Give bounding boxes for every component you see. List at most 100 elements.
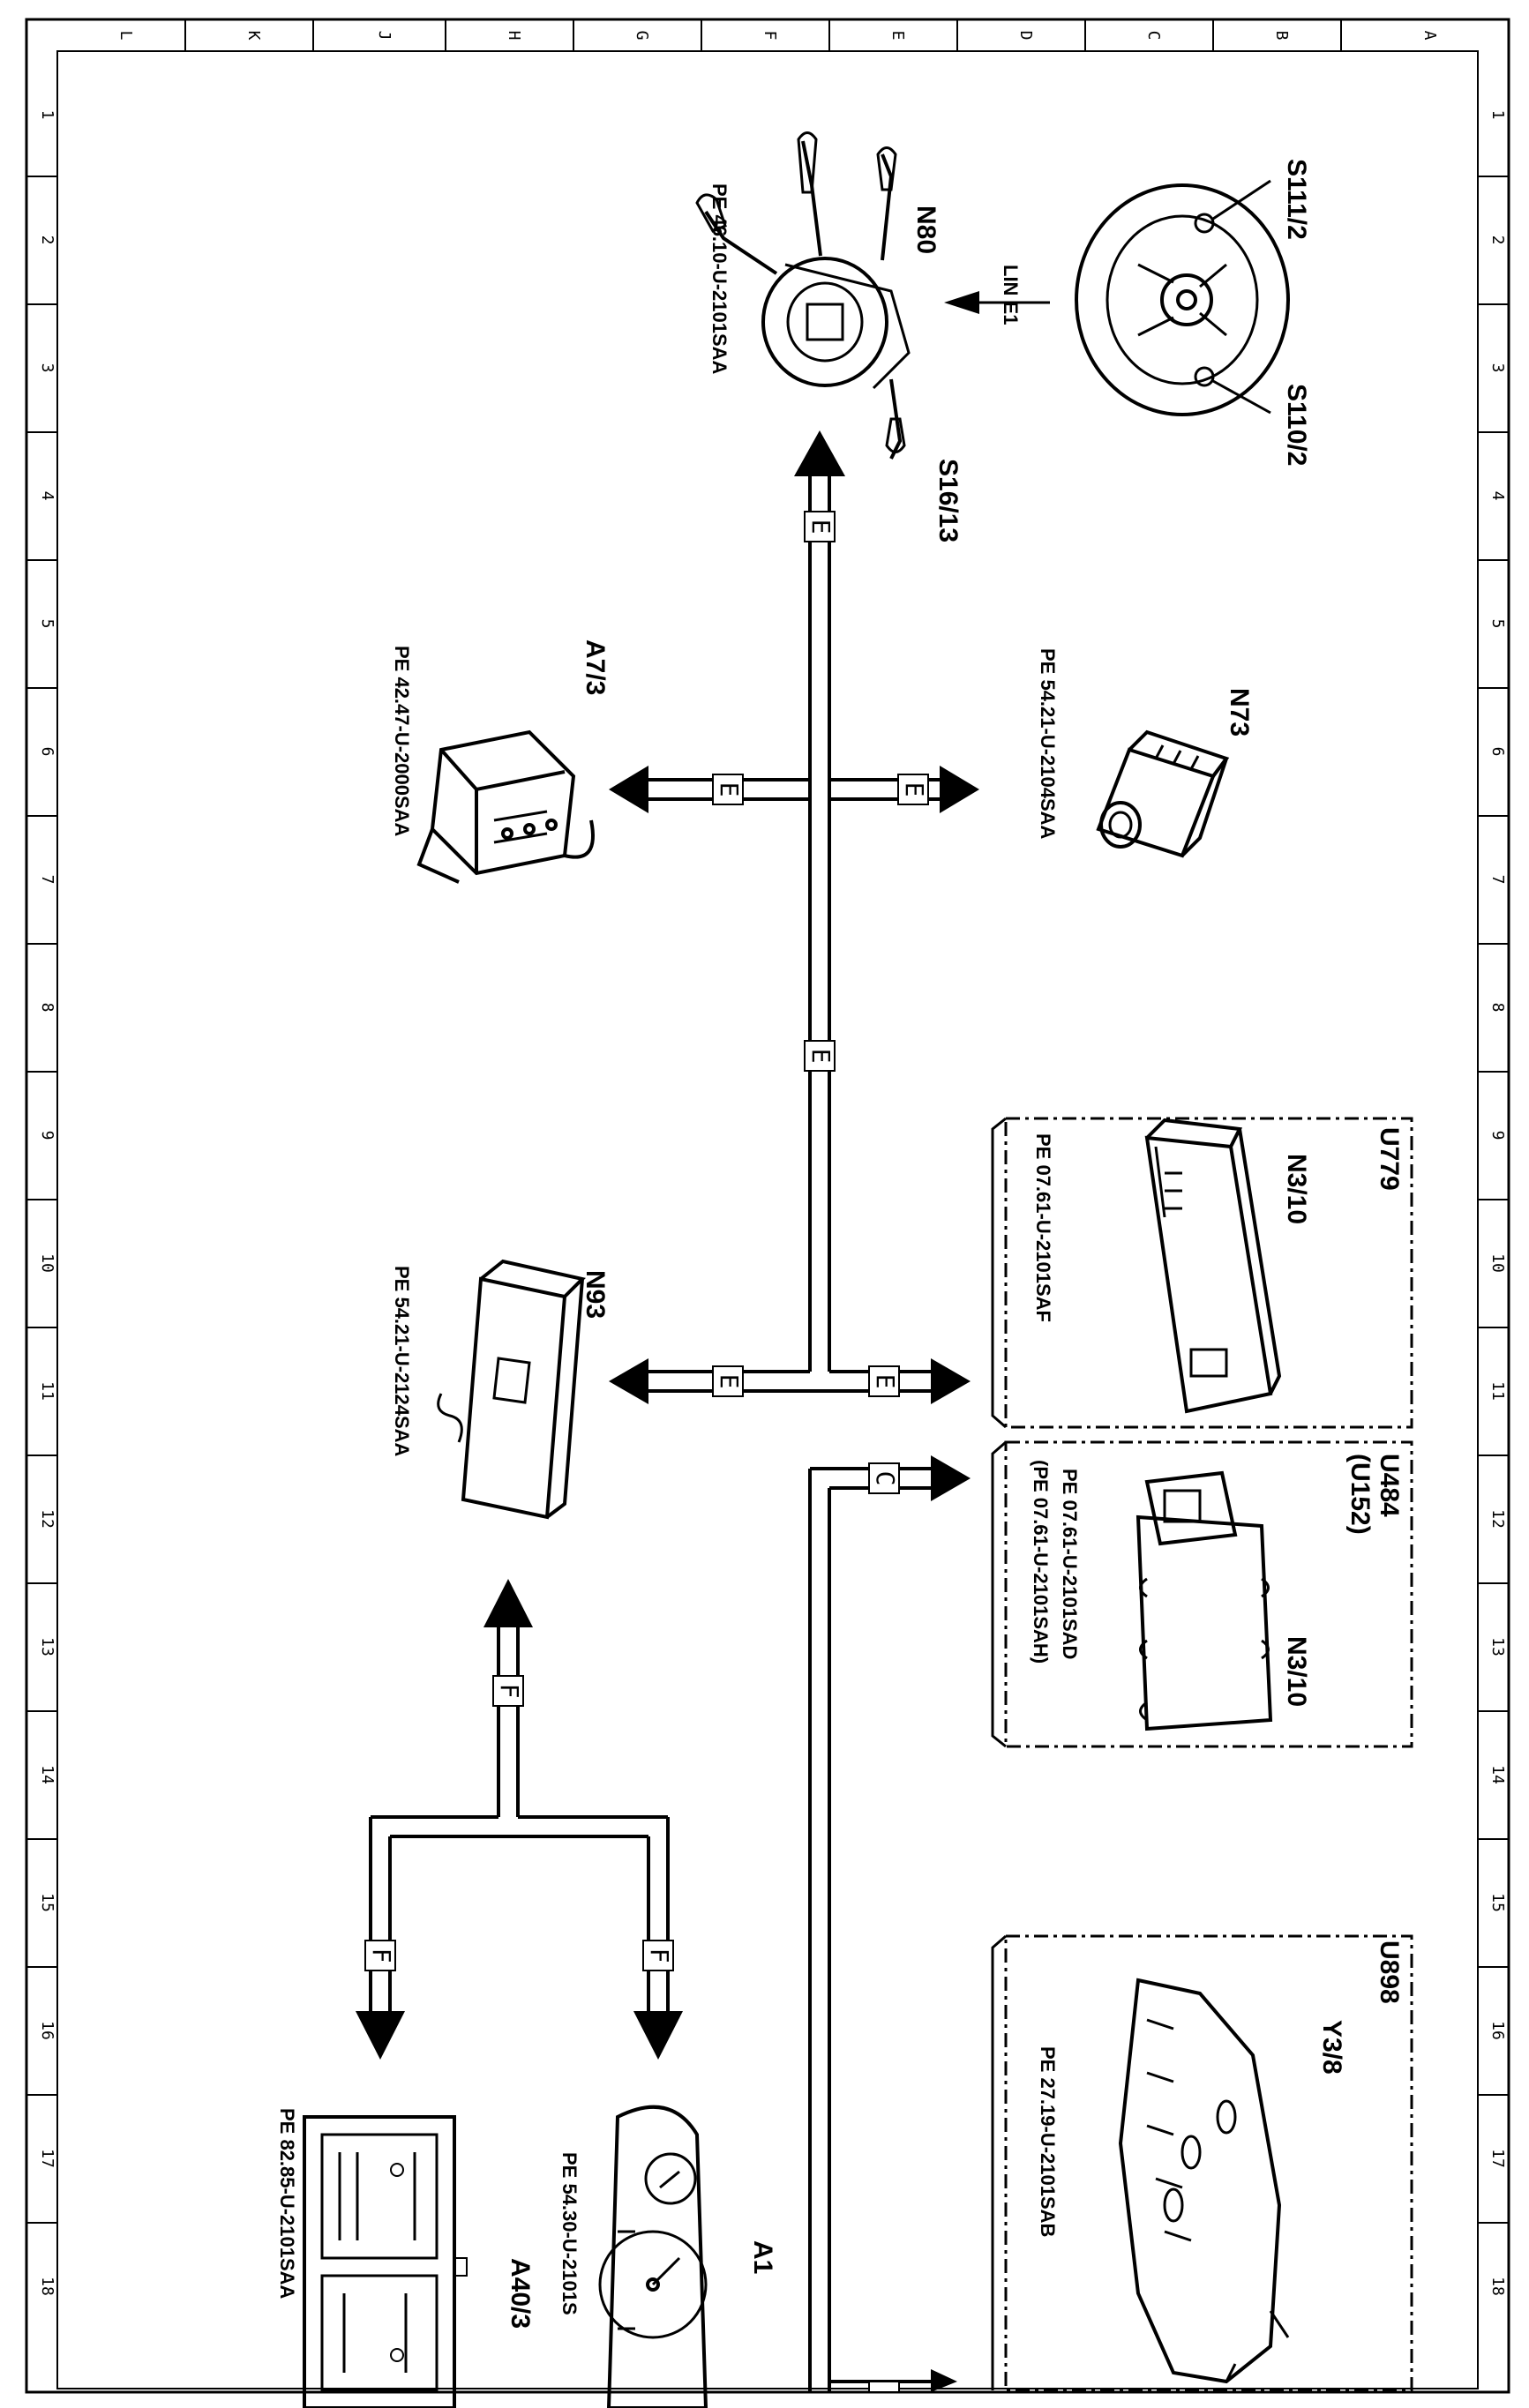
row-label-1: 1 (1488, 110, 1507, 120)
n73-label: N73 (1225, 688, 1254, 737)
bus-c (808, 1467, 935, 2392)
bus-tag-e: E (806, 520, 836, 535)
row-label-10: 10 (38, 1253, 56, 1273)
row-label-12: 12 (1488, 1509, 1507, 1529)
n80-label: N80 (911, 206, 941, 254)
col-label-a: A (1420, 31, 1439, 41)
row-label-2: 2 (38, 236, 56, 245)
row-label-6: 6 (1488, 747, 1507, 757)
valve-body-icon (1118, 1978, 1290, 2384)
bus-tags (364, 511, 929, 2393)
ignition-switch-icon (1096, 729, 1230, 858)
engine-control-unit-alt-icon (1136, 1470, 1273, 1731)
col-label-b: B (1272, 31, 1291, 41)
instrument-cluster-icon (598, 2105, 708, 2408)
col-label-k: K (244, 31, 263, 41)
row-label-17: 17 (1488, 2149, 1507, 2168)
module-boxes (1004, 1117, 1413, 2392)
bus-tag-e: E (715, 782, 744, 797)
row-label-2: 2 (1488, 236, 1507, 245)
row-label-5: 5 (38, 619, 56, 629)
engine-control-unit-icon (1144, 1118, 1282, 1414)
u484-box (1004, 1440, 1413, 1748)
row-label-8: 8 (1488, 1003, 1507, 1013)
u484-label: U484 (1375, 1454, 1404, 1517)
s16-13-label: S16/13 (933, 459, 963, 542)
column-labels: A B C D E F G H J K L (116, 31, 1439, 41)
row-label-17: 17 (38, 2149, 56, 2168)
row-label-3: 3 (1488, 363, 1507, 373)
a1-label: A1 (748, 2240, 777, 2274)
row-label-7: 7 (1488, 875, 1507, 885)
a7-3-reference: PE 42.47-U-2000SAA (391, 646, 413, 837)
bus-f (369, 1623, 670, 2015)
bus-tag-f: F (367, 1948, 396, 1963)
n3-10-u779-reference: PE 07.61-U-2101SAF (1032, 1133, 1054, 1322)
row-label-9: 9 (1488, 1131, 1507, 1140)
u152-label: (U152) (1345, 1454, 1375, 1535)
u898-box (1004, 1934, 1413, 2392)
col-label-g: G (633, 31, 651, 41)
col-label-h: H (505, 31, 523, 41)
u779-label: U779 (1375, 1127, 1404, 1191)
col-label-j: J (375, 31, 393, 41)
row-label-8: 8 (38, 1003, 56, 1013)
brake-control-unit-icon (416, 729, 595, 884)
row-label-13: 13 (38, 1637, 56, 1656)
u898-label: U898 (1375, 1941, 1404, 2004)
col-label-f: F (761, 31, 779, 41)
y3-8-reference: PE 27.19-U-2101SAB (1037, 2046, 1059, 2237)
row-label-16: 16 (38, 2021, 56, 2040)
a40-3-label: A40/3 (506, 2258, 535, 2329)
row-label-1: 1 (38, 110, 56, 120)
row-label-14: 14 (1488, 1765, 1507, 1784)
n80-reference: PE 46.10-U-2101SAA (708, 183, 731, 375)
bus-tag-e: E (900, 782, 929, 797)
n3-10-u484-reference-1: PE 07.61-U-2101SAD (1059, 1469, 1081, 1659)
row-label-7: 7 (38, 875, 56, 885)
row-label-18: 18 (38, 2277, 56, 2296)
s110-2-label: S110/2 (1282, 384, 1311, 466)
s111-2-label: S111/2 (1282, 159, 1311, 240)
a40-3-reference: PE 82.85-U-2101SAA (276, 2108, 298, 2300)
col-label-e: E (888, 31, 907, 41)
arrowheads (356, 291, 979, 2392)
col-label-d: D (1016, 31, 1035, 41)
row-label-11: 11 (1488, 1381, 1507, 1401)
a1-reference: PE 54.30-U-2101S (558, 2152, 581, 2315)
bus-tag-labels: E E E E E E C F F F (367, 520, 929, 1963)
n93-reference: PE 54.21-U-2124SAA (391, 1266, 413, 1457)
row-label-15: 15 (1488, 1893, 1507, 1912)
gateway-module-icon (437, 1259, 586, 1520)
row-label-5: 5 (1488, 619, 1507, 629)
row-label-13: 13 (1488, 1637, 1507, 1656)
n3-10-u484-label: N3/10 (1282, 1636, 1311, 1707)
u779-box (1004, 1117, 1413, 1429)
row-labels-left: 1 2 3 4 5 6 7 8 9 10 11 12 13 14 15 16 1… (38, 110, 56, 2296)
bus-tag-e: E (715, 1374, 744, 1389)
bus-tag-c: C (871, 1471, 900, 1486)
a7-3-label: A7/3 (581, 639, 610, 695)
steering-wheel-icon (1075, 179, 1290, 416)
bus-e (644, 472, 944, 1393)
row-label-16: 16 (1488, 2021, 1507, 2040)
col-label-l: L (116, 31, 135, 41)
row-label-4: 4 (38, 491, 56, 501)
audio-display-unit-icon (303, 2115, 468, 2408)
row-label-14: 14 (38, 1765, 56, 1784)
n93-label: N93 (581, 1270, 610, 1319)
bus-tag-e: E (871, 1374, 900, 1389)
bus-tag-e: E (806, 1049, 836, 1064)
col-label-c: C (1144, 31, 1163, 41)
row-label-18: 18 (1488, 2277, 1507, 2296)
row-labels-right: 1 2 3 4 5 6 7 8 9 10 11 12 13 14 15 16 1… (1488, 110, 1507, 2296)
n73-reference: PE 54.21-U-2104SAA (1037, 648, 1059, 840)
module-box-brackets (991, 1117, 1007, 2390)
border-frame (25, 18, 1510, 2394)
row-label-11: 11 (38, 1381, 56, 1401)
row-label-3: 3 (38, 363, 56, 373)
row-label-15: 15 (38, 1893, 56, 1912)
lin-label: LIN E1 (1000, 265, 1022, 325)
row-label-6: 6 (38, 747, 56, 757)
